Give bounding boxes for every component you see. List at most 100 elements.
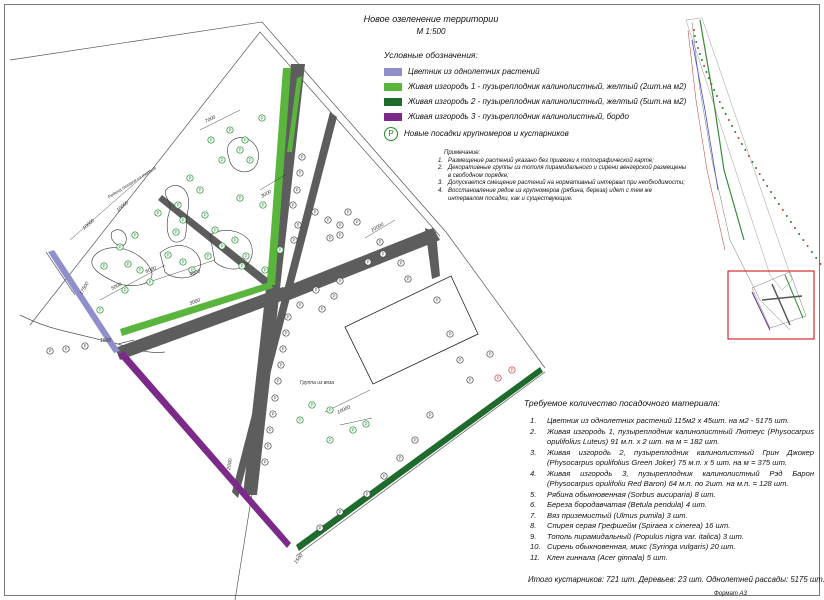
legend-label: Цветник из однолетних растений: [408, 67, 540, 76]
hedge-1-swatch: [384, 82, 402, 91]
svg-text:Р: Р: [272, 412, 275, 417]
svg-text:Р: Р: [139, 268, 142, 273]
svg-text:Р: Р: [221, 244, 224, 249]
plant-markers: Р Р Р Р Р Р Р Р Р Р Р Р Р Р Р Р Р Р Р Р Р Р Р Р Р Р Р Р Р Р Р Р Р Р Р Р Р Р Р Р…: [46, 114, 516, 532]
material-item: 5.Рябина обыкновенная (Sorbus aucuparia)…: [530, 489, 716, 499]
svg-text:5000: 5000: [110, 282, 123, 292]
svg-text:6000: 6000: [145, 265, 158, 275]
hedge-3-swatch: [384, 112, 402, 121]
footpaths: [115, 64, 440, 498]
svg-text:Р: Р: [182, 218, 185, 223]
svg-text:Р: Р: [189, 176, 192, 181]
svg-text:Р: Р: [459, 358, 462, 363]
svg-text:Р: Р: [277, 379, 280, 384]
svg-text:Р: Р: [311, 403, 314, 408]
svg-text:Р: Р: [329, 236, 332, 241]
svg-text:7000: 7000: [204, 114, 217, 124]
svg-text:Р: Р: [207, 254, 210, 259]
material-item: 9.Тополь пирамидальный (Populus nigra va…: [530, 531, 744, 541]
svg-text:Р: Р: [367, 260, 370, 265]
svg-text:Р: Р: [221, 158, 224, 163]
svg-text:Р: Р: [279, 248, 282, 253]
svg-text:Р: Р: [414, 438, 417, 443]
svg-text:Р: Р: [366, 492, 369, 497]
svg-text:Р: Р: [167, 253, 170, 258]
svg-text:3000: 3000: [189, 297, 202, 307]
svg-text:Р: Р: [469, 378, 472, 383]
material-item: 2.Живая изгородь 1, пузыреплодник калино…: [530, 426, 814, 447]
svg-text:Р: Р: [204, 213, 207, 218]
svg-text:Р: Р: [267, 444, 270, 449]
drawing-scale: М 1:500: [416, 27, 446, 36]
svg-text:Р: Р: [239, 196, 242, 201]
svg-text:Р: Р: [49, 349, 52, 354]
svg-text:Р: Р: [245, 254, 248, 259]
svg-text:Р: Р: [210, 138, 213, 143]
svg-text:Р: Р: [293, 238, 296, 243]
material-item: 10.Сирень обыкновенная, микс (Syringa vu…: [530, 542, 736, 551]
svg-text:Р: Р: [339, 510, 342, 515]
svg-text:Р: Р: [347, 210, 350, 215]
svg-text:1500: 1500: [100, 338, 111, 344]
svg-text:Р: Р: [379, 240, 382, 245]
legend-item-flowerbed: Цветник из однолетних растений: [384, 67, 540, 77]
material-item: 7.Вяз приземистый (Ulmus pumila) 3 шт.: [530, 510, 688, 520]
svg-text:2000: 2000: [226, 458, 234, 471]
svg-text:10000: 10000: [336, 404, 351, 415]
materials-totals: Итого кустарников: 721 шт. Деревьев: 23 …: [528, 575, 824, 584]
material-item: 4.Живая изгородь 3, пузыреплодник калино…: [530, 468, 814, 489]
svg-text:Р: Р: [264, 268, 267, 273]
svg-text:Р: Р: [241, 264, 244, 269]
legend-item-hedge-2: Живая изгородь 2 - пузыреплодник калинол…: [384, 97, 686, 107]
svg-text:Р: Р: [333, 294, 336, 299]
building-lot: [344, 275, 479, 385]
flowerbed-swatch: [384, 67, 402, 76]
legend-item-hedge-3: Живая изгородь 3 - пузыреплодник калинол…: [384, 112, 629, 122]
svg-text:Р: Р: [99, 308, 102, 313]
legend-item-hedge-1: Живая изгородь 1 - пузыреплодник калинол…: [384, 82, 686, 92]
svg-text:Р: Р: [282, 347, 285, 352]
svg-text:Р: Р: [299, 171, 302, 176]
svg-text:Р: Р: [264, 460, 267, 465]
svg-text:Р: Р: [84, 344, 87, 349]
legend-label: Живая изгородь 3 - пузыреплодник калинол…: [408, 112, 629, 121]
svg-text:Р: Р: [199, 188, 202, 193]
svg-text:Р: Р: [296, 188, 299, 193]
svg-text:1500: 1500: [293, 553, 305, 566]
dimension-labels: 10000 10000 5000 6000 4000 7000 3000 100…: [79, 114, 386, 565]
svg-text:Р: Р: [191, 268, 194, 273]
svg-text:Р: Р: [177, 203, 180, 208]
svg-text:Р: Р: [299, 303, 302, 308]
material-item: 6.Береза бородавчатая (Betula pendula) 4…: [530, 500, 707, 509]
legend-heading: Условные обозначения:: [384, 50, 478, 60]
legend-label: Живая изгородь 2 - пузыреплодник калинол…: [408, 97, 687, 106]
svg-text:Р: Р: [339, 279, 342, 284]
svg-text:Р: Р: [134, 233, 137, 238]
svg-text:Р: Р: [175, 230, 178, 235]
notes-heading: Примечание:: [444, 150, 481, 156]
key-map: [685, 17, 822, 340]
svg-text:Р: Р: [399, 456, 402, 461]
svg-text:Р: Р: [339, 233, 342, 238]
note-item: 2.Декоративные группы из тополя пирамида…: [438, 165, 687, 179]
material-item: 3.Живая изгородь 2, пузыреплодник калино…: [530, 447, 814, 468]
svg-text:Р: Р: [299, 418, 302, 423]
svg-text:Р: Р: [352, 428, 355, 433]
material-item: 8.Спирея серая Грефшейм (Spiraea x ciner…: [530, 521, 731, 530]
svg-text:Р: Р: [127, 262, 130, 267]
svg-text:Р: Р: [449, 332, 452, 337]
svg-text:Р: Р: [292, 203, 295, 208]
svg-text:Р: Р: [269, 428, 272, 433]
dimension-lines: [69, 109, 396, 426]
svg-text:Р: Р: [356, 220, 359, 225]
svg-text:Р: Р: [511, 368, 514, 373]
svg-text:Р: Р: [157, 211, 160, 216]
svg-text:Р: Р: [103, 264, 106, 269]
svg-text:Р: Р: [285, 331, 288, 336]
svg-text:Р: Р: [229, 128, 232, 133]
svg-text:10000: 10000: [370, 221, 385, 233]
material-item: 1.Цветник из однолетних растений 115м2 х…: [530, 416, 790, 425]
svg-text:Р: Р: [329, 408, 332, 413]
sheet-format: Формат А3: [714, 591, 747, 597]
